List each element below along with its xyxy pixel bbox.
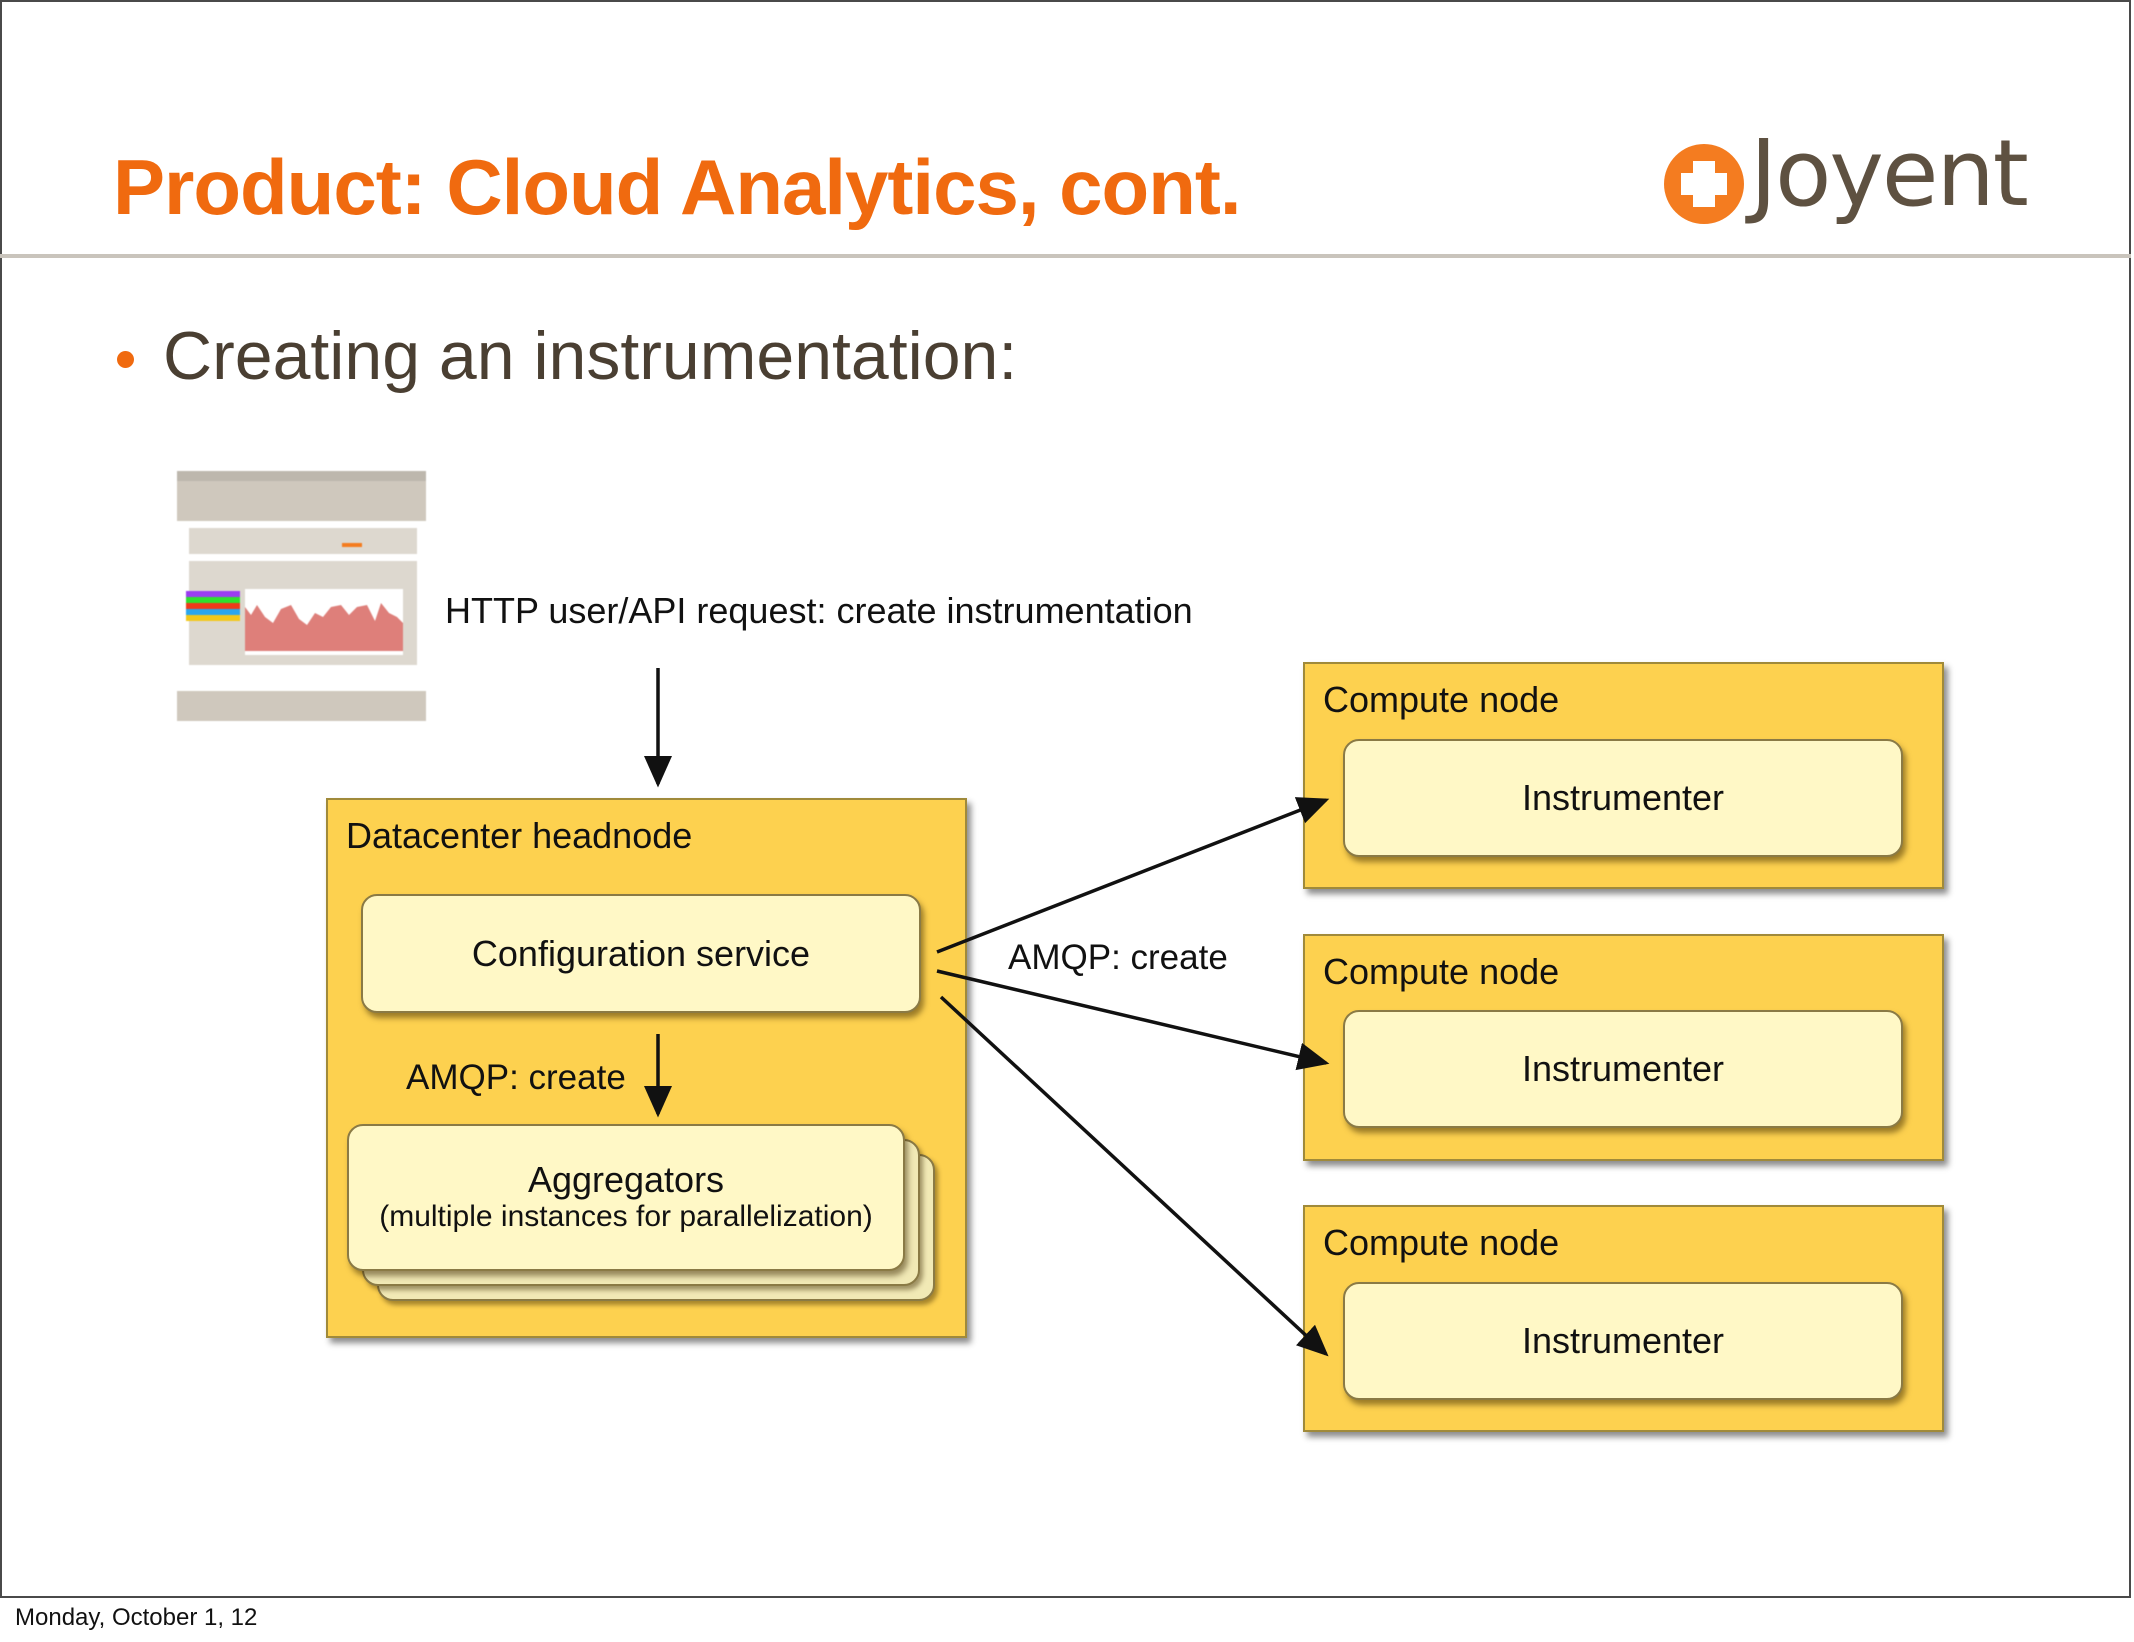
instrumenter-label: Instrumenter <box>1521 1320 1725 1362</box>
joyent-logo: Joyent <box>1664 128 2044 240</box>
configuration-service-box: Configuration service <box>361 894 921 1013</box>
bullet-icon <box>117 351 134 368</box>
aggregators-box: Aggregators (multiple instances for para… <box>347 1124 905 1271</box>
footer-date: Monday, October 1, 12 <box>15 1604 258 1631</box>
instrumenter-box-2: Instrumenter <box>1343 1010 1903 1128</box>
instrumenter-box-1: Instrumenter <box>1343 739 1903 857</box>
compute-node-title: Compute node <box>1323 951 1560 992</box>
thumbnail-area-chart <box>245 603 403 651</box>
headnode-title: Datacenter headnode <box>346 815 693 856</box>
instrumenter-label: Instrumenter <box>1521 777 1725 819</box>
compute-node-title: Compute node <box>1323 679 1560 720</box>
portal-screenshot-thumbnail <box>177 471 426 721</box>
thumbnail-legend <box>186 591 240 621</box>
http-request-label: HTTP user/API request: create instrument… <box>445 590 1193 631</box>
aggregators-subtitle: (multiple instances for parallelization) <box>379 1200 873 1234</box>
amqp-create-label-inner: AMQP: create <box>406 1058 626 1097</box>
plus-circle-icon <box>1664 144 1744 224</box>
configuration-service-label: Configuration service <box>471 932 811 974</box>
compute-node-title: Compute node <box>1323 1222 1560 1263</box>
title-divider <box>0 254 2131 258</box>
logo-text: Joyent <box>1750 120 2029 227</box>
instrumenter-box-3: Instrumenter <box>1343 1282 1903 1400</box>
amqp-create-label-fanout: AMQP: create <box>1008 938 1228 977</box>
bullet-text: Creating an instrumentation: <box>163 318 1018 394</box>
slide-title: Product: Cloud Analytics, cont. <box>113 143 1241 231</box>
instrumenter-label: Instrumenter <box>1521 1048 1725 1090</box>
aggregators-title: Aggregators <box>527 1158 725 1200</box>
